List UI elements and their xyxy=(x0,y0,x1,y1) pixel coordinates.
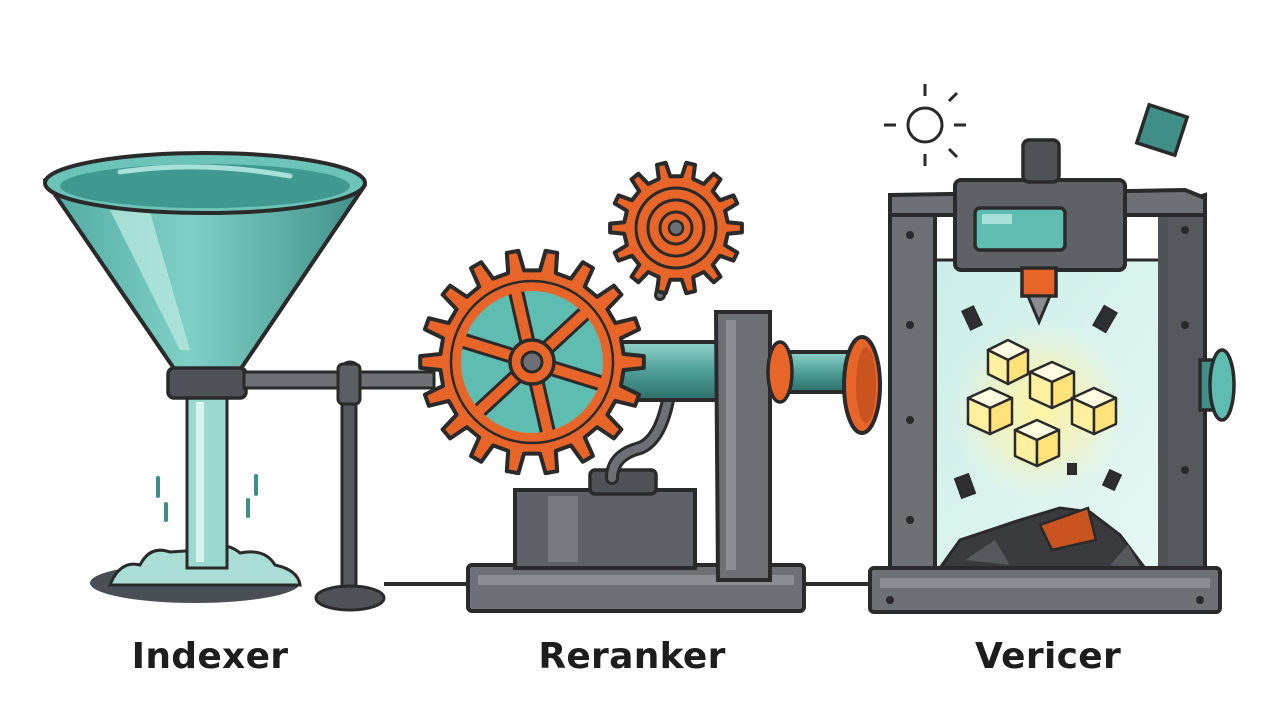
funnel-icon xyxy=(45,153,365,585)
funnel-collar xyxy=(168,368,246,398)
small-gear xyxy=(610,163,742,293)
press-machine-icon xyxy=(870,84,1234,612)
floating-cube xyxy=(1137,105,1187,155)
water-highlight xyxy=(196,402,204,562)
gears-icon xyxy=(420,163,880,611)
stage-label-vericer: Vericer xyxy=(975,636,1121,677)
sparkle-icon xyxy=(884,84,966,166)
support-bracket xyxy=(716,312,770,580)
stage-label-indexer: Indexer xyxy=(132,636,289,677)
water-stream xyxy=(187,398,227,568)
motor-block xyxy=(515,490,695,568)
large-gear xyxy=(420,251,644,473)
stage-label-reranker: Reranker xyxy=(538,636,725,677)
vericer-base xyxy=(870,568,1220,612)
